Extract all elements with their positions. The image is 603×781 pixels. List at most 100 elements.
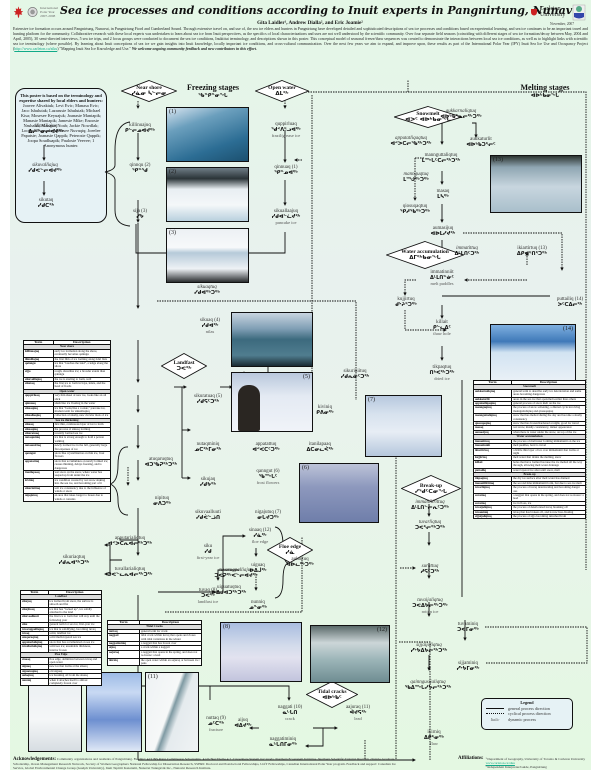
term-name: naggati (10) — [277, 705, 303, 710]
term-syllabics: ᑭᓪᓕᓄᐊᔪᖅ — [125, 127, 155, 134]
term-description: the ice is starting to form, well — [52, 376, 112, 383]
abstract-link[interactable]: http://www.carleton.ca/siku — [14, 47, 58, 52]
term-english: dried ice — [434, 376, 450, 381]
term-english: flaw — [430, 741, 438, 746]
term-name: tuvarugpalliajuq — [219, 568, 253, 573]
term-syllabics: ᓯᑯᑕᖅ — [37, 202, 55, 209]
term-name: aukkaturlit — [470, 137, 492, 142]
acknowledgements-text: Community organizations and residents of… — [13, 757, 396, 770]
column-header: Description — [138, 619, 203, 626]
term-name: sikuaq (4) — [199, 318, 221, 323]
abstract-tail: ) "Mapping Inuit Sea Ice Knowledge and U… — [57, 47, 131, 52]
term-syllabics: ᖃᙵᑦ — [258, 473, 278, 480]
affiliations: Affiliations: ¹ Department of Geography,… — [458, 756, 588, 770]
term-name: tuvarliqtuq — [418, 520, 442, 525]
term-name: tuvaminiq — [457, 622, 479, 627]
term-description: rough, shoreline ice; a broader extent t… — [52, 368, 112, 378]
breakup-label: Break-up — [419, 482, 443, 489]
term-name: nigajutuq — [23, 493, 54, 503]
term-name: aajuraq (11) — [345, 705, 371, 710]
column-header: Description — [47, 589, 103, 596]
photo-5: (5) — [231, 372, 313, 432]
term-syllabics: ᓄᓐᓂᖅ — [249, 604, 267, 611]
table-section-row: Floe Edge — [20, 652, 102, 658]
affiliation-link[interactable]: www.carleton.ca/siku — [485, 761, 515, 766]
freezing-stages-text: Freezing stages — [186, 83, 240, 92]
carleton-wordmark: Carleton University — [540, 6, 566, 18]
term-name: ilinniliajuq — [34, 124, 58, 129]
term-syllabics: ᐊᑉᐳᑕᕆᐊᓕᖅᑐᖅ — [107, 540, 153, 547]
term-ikiartirtuq: ikiartirtuq (13)ᐃᑭᐊᕐᑎᕐᑐᖅ — [508, 246, 556, 257]
term-name: sinaaq (12) — [248, 528, 272, 533]
term-description: ice that is solidifying, becoming tuvaq — [47, 626, 103, 633]
term-name: qinnqu (2) — [129, 163, 151, 168]
term-syllabics: ᐃᑕᓂᓚᐹᖅ — [306, 446, 334, 453]
term-name: aijuq — [238, 718, 248, 723]
term-description: general process of snow melt on the ice — [511, 400, 586, 407]
term-name: tuvallarialiqtuq — [20, 644, 49, 654]
term-name: tikpaqtuq — [432, 365, 452, 370]
term-syllabics: ᐃᑭᐊᕐᑎᕐᑐᖅ — [516, 250, 548, 257]
term-syllabics: ᑭᕕᓂᖅ — [316, 409, 334, 416]
term-name: apputatliqaqtuq — [395, 136, 427, 141]
ipy-logo-text: International Polar Year 2007-2008 — [40, 5, 58, 18]
term-name: aajuraq — [107, 649, 140, 659]
photo-11: (11) — [145, 672, 199, 752]
term-sija: sija (3)ᓯᔭ — [120, 209, 160, 220]
term-name: killinuajuq — [129, 123, 151, 128]
photo-6: (6) — [299, 463, 379, 523]
term-name: sikuvalliajuq — [32, 163, 58, 168]
term-name: aumasijuq — [432, 226, 454, 231]
term-syllabics: ᖁᑉᐱᕐᓗᐊᖅ — [271, 126, 301, 133]
photo-7: (7) — [365, 395, 442, 457]
term-syllabics: ᓯᔾᔭᐃᔭᓕᖅᑐᖅ — [410, 647, 448, 654]
term-description: melt puddles, hard to travel — [511, 443, 586, 449]
term-name: naggatiminiq — [269, 737, 297, 742]
term-description: slush like ice floating in the water — [52, 401, 112, 407]
term-name: sijjaijaliqtuq — [472, 513, 513, 520]
term-syllabics: ᐋᔪᕋᖅ — [349, 709, 367, 716]
term-name: killait — [436, 320, 448, 325]
term-name: immatillirittuq — [472, 480, 513, 487]
term-syllabics: ᒪᙳᖅᑐᖅ — [403, 176, 429, 183]
term-name: siku — [203, 544, 213, 549]
term-name: nigajutuq (7) — [255, 510, 281, 515]
term-syllabics: ᓯᑯᕙᓪᓕᐊᔪᖅ — [28, 167, 62, 174]
term-name: nunniq — [251, 600, 265, 605]
section-label: Floe Edge — [20, 652, 102, 658]
term-syllabics: ᓯᓈᖅ — [253, 532, 267, 539]
term-name: tuvaq (8) — [198, 588, 218, 593]
term-name: kujjirtuq — [397, 297, 415, 302]
solid-line-icon — [486, 707, 504, 709]
affiliation-1: ¹ Department of Geography, University of… — [485, 757, 586, 761]
legend-title: Legend — [520, 700, 534, 705]
term-name: sijjaminiq — [458, 661, 478, 666]
hunter-figure — [238, 385, 260, 431]
